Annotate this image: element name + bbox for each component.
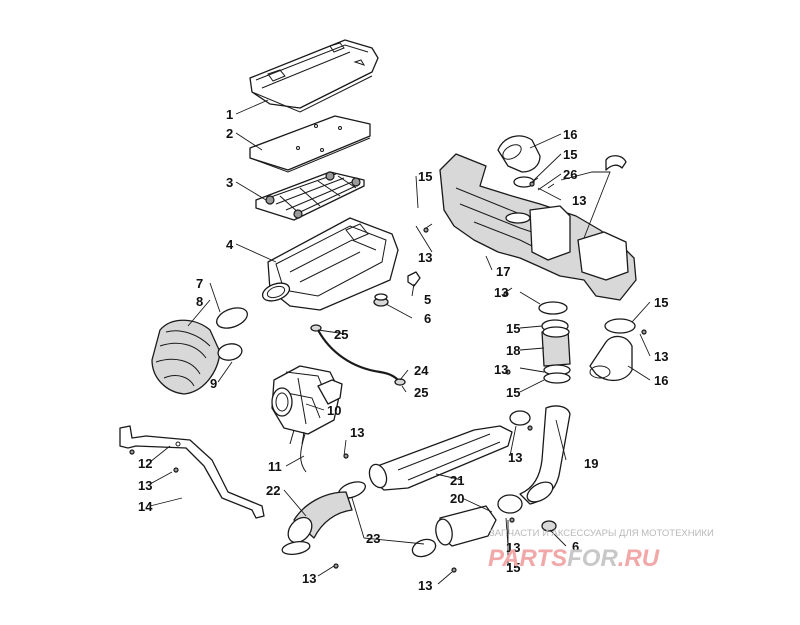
intake-boot-part	[151, 319, 221, 395]
callout-20: 20	[450, 491, 464, 506]
air-filter-part	[249, 115, 371, 173]
callout-13i: 13	[506, 540, 520, 555]
callout-23: 23	[366, 531, 380, 546]
callout-13k: 13	[418, 578, 432, 593]
callout-8: 8	[196, 294, 203, 309]
clamp-9-part	[217, 343, 243, 361]
clip-5-part	[407, 271, 421, 287]
watermark-logo: PARTSFOR.RU	[488, 545, 660, 572]
clamp-7-part	[216, 307, 248, 329]
callout-26: 26	[563, 167, 577, 182]
carburetor-part	[271, 365, 343, 445]
callout-15f: 15	[506, 560, 520, 575]
callout-10: 10	[327, 403, 341, 418]
bolts-13	[129, 177, 647, 573]
callout-24: 24	[414, 363, 429, 378]
callout-13e: 13	[494, 362, 508, 377]
elbow-16-top-part	[497, 135, 541, 173]
carb-hose-11-part	[300, 433, 307, 473]
filter-cage-part	[255, 171, 365, 221]
callout-15e: 15	[506, 385, 520, 400]
watermark-logo-part-c: .RU	[618, 545, 660, 572]
clamp-23b-part	[411, 538, 437, 558]
callout-4: 4	[226, 237, 234, 252]
callout-6b: 6	[572, 539, 579, 554]
callout-7: 7	[196, 276, 203, 291]
grommet-6-lower-part	[541, 520, 557, 532]
callout-13d: 13	[654, 349, 668, 364]
callout-6a: 6	[424, 311, 431, 326]
callout-15d: 15	[654, 295, 668, 310]
callout-25a: 25	[334, 327, 348, 342]
callout-13f: 13	[508, 450, 522, 465]
clamp-15-top-part	[513, 176, 535, 188]
callout-11: 11	[268, 459, 282, 474]
clamp-15-silencer-part	[509, 410, 531, 426]
callout-13g: 13	[350, 425, 364, 440]
callout-13a: 13	[418, 250, 432, 265]
intake-duct-17-part	[439, 153, 637, 301]
callout-19: 19	[584, 456, 598, 471]
callout-21: 21	[450, 473, 464, 488]
callout-25b: 25	[414, 385, 428, 400]
support-bracket-part	[119, 425, 265, 519]
leader-lines	[149, 99, 651, 585]
callout-3: 3	[226, 175, 233, 190]
callout-1: 1	[226, 107, 233, 122]
clamp-25a-part	[310, 324, 322, 332]
callout-17: 17	[496, 264, 510, 279]
grommet-26-part	[605, 155, 627, 171]
elbow-16-right-part	[589, 318, 636, 381]
callout-12: 12	[138, 456, 152, 471]
callout-13b: 13	[572, 193, 586, 208]
callout-15c: 15	[506, 321, 520, 336]
coupler-18-part	[538, 301, 571, 384]
callout-9: 9	[210, 376, 217, 391]
callout-2: 2	[226, 126, 233, 141]
callout-14: 14	[138, 499, 153, 514]
callout-5: 5	[424, 292, 431, 307]
callout-18: 18	[506, 343, 520, 358]
grommet-6-part	[373, 293, 389, 307]
watermark-subtitle: ЗАПЧАСТИ И АКСЕССУАРЫ ДЛЯ МОТОТЕХНИКИ	[489, 528, 714, 539]
callout-13h: 13	[138, 478, 152, 493]
airbox-housing-part	[261, 217, 399, 311]
callout-13j: 13	[302, 571, 316, 586]
tube-19-part	[519, 405, 571, 532]
watermark-logo-part-b: FOR	[567, 545, 618, 572]
elbow-22-part	[281, 491, 353, 556]
callout-15a: 15	[418, 169, 432, 184]
callout-numbers: 1 2 3 4 5 6 6 7 8 9 10 11 12 13 13 13 13…	[138, 107, 668, 593]
clamp-15-lower-part	[497, 494, 523, 514]
watermark: ЗАПЧАСТИ И АКСЕССУАРЫ ДЛЯ МОТОТЕХНИКИ PA…	[488, 528, 714, 572]
callout-22: 22	[266, 483, 280, 498]
callout-13c: 13	[494, 285, 508, 300]
airbox-lid-part	[249, 39, 379, 113]
callout-16b: 16	[654, 373, 668, 388]
drain-hose-24-part	[317, 329, 399, 381]
clamp-25b-part	[394, 378, 406, 386]
silencer-21-part	[368, 425, 513, 491]
watermark-logo-part-a: PARTS	[488, 545, 567, 572]
callout-16a: 16	[563, 127, 577, 142]
callout-15b: 15	[563, 147, 577, 162]
tube-20-part	[435, 505, 497, 547]
